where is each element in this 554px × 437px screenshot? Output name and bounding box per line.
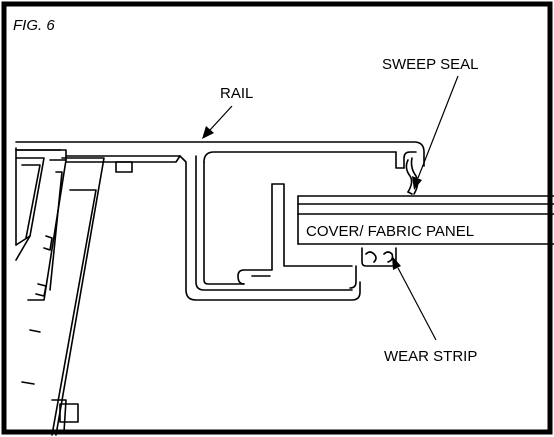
wear-strip [349, 247, 397, 289]
label-wear-strip: WEAR STRIP [384, 348, 477, 365]
label-rail: RAIL [220, 85, 253, 102]
sweep-seal [405, 157, 419, 195]
leader-rail [202, 105, 233, 139]
label-sweep-seal: SWEEP SEAL [382, 56, 478, 73]
figure-label: FIG. 6 [13, 17, 55, 34]
rail-extrusion [15, 141, 425, 301]
cover-fabric-panel [297, 195, 554, 245]
label-cover-fabric-panel: COVER/ FABRIC PANEL [306, 223, 474, 240]
leader-sweep-seal [412, 75, 459, 190]
left-frame-structure [15, 147, 105, 436]
leader-wear-strip [392, 256, 437, 341]
